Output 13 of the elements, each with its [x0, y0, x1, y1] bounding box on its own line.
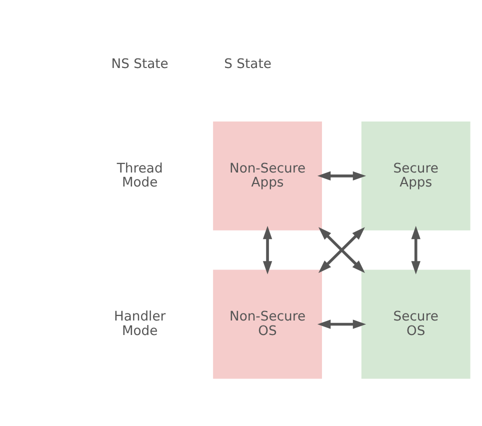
arrow [317, 171, 366, 181]
label: Thread Mode [116, 161, 163, 190]
arrow [262, 226, 272, 274]
node-box: Non-Secure Apps [213, 121, 322, 230]
node-box: Secure Apps [361, 121, 470, 230]
node-box: Secure OS [361, 270, 470, 379]
label: NS State [111, 57, 168, 72]
node-box: Non-Secure OS [213, 270, 322, 379]
arrow [411, 226, 420, 274]
arrow [317, 320, 366, 329]
arrow [318, 227, 365, 274]
label: Handler Mode [114, 310, 166, 339]
label: S State [224, 57, 272, 72]
